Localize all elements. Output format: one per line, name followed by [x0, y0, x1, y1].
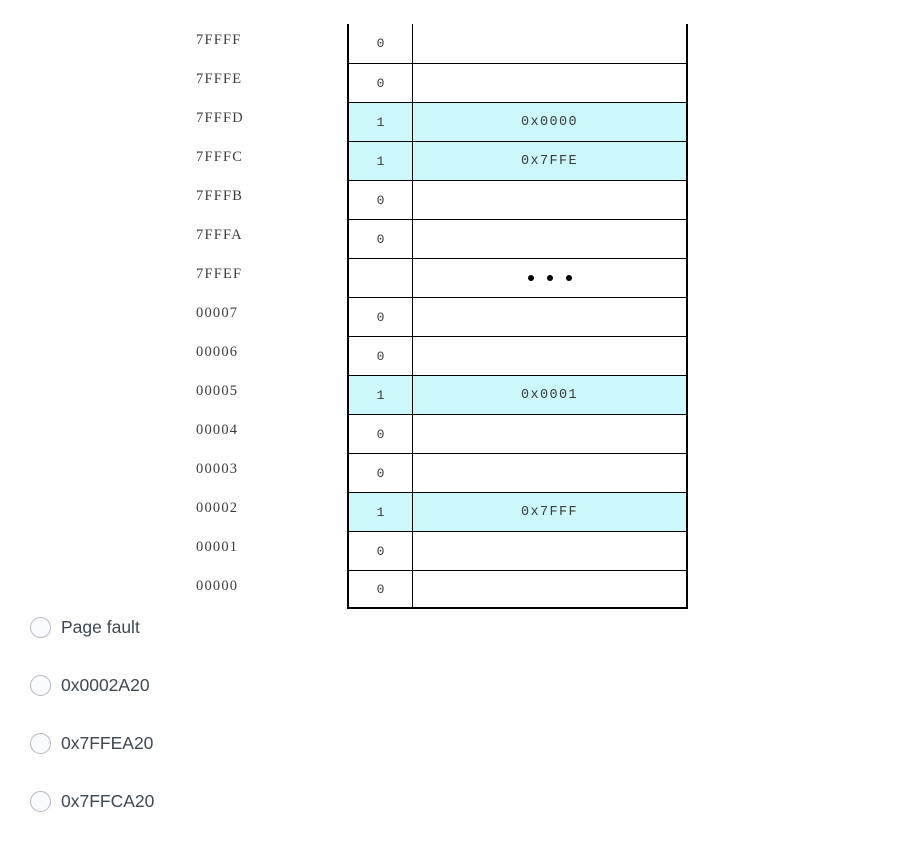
page-number-label: 00004: [196, 422, 239, 438]
page-number-label: 00001: [196, 539, 239, 555]
page-number-label: 7FFFF: [196, 32, 242, 48]
page-table-row: 00003 0: [0, 453, 920, 492]
page-table-entry: 0: [347, 336, 688, 375]
frame-number-cell: 0x0001: [413, 376, 686, 414]
answer-choice-label: 0x7FFCA20: [61, 790, 155, 811]
valid-bit-cell: 0: [349, 64, 413, 102]
answer-choice-0[interactable]: Page fault: [30, 614, 140, 640]
valid-bit-cell: 0: [349, 415, 413, 453]
page-number-label: 00000: [196, 578, 239, 594]
page-table-entry: 0: [347, 453, 688, 492]
page-number-label: 00005: [196, 383, 239, 399]
frame-number-cell: [413, 415, 686, 453]
page-table-entry: 0: [347, 63, 688, 102]
page-table-entry: 0: [347, 531, 688, 570]
frame-number-cell: 0x7FFE: [413, 142, 686, 180]
frame-number-cell: [413, 571, 686, 607]
page-number-label: 7FFFC: [196, 149, 244, 165]
valid-bit-cell: 0: [349, 532, 413, 570]
answer-choice-3[interactable]: 0x7FFCA20: [30, 788, 154, 814]
frame-number-cell: [413, 337, 686, 375]
frame-number-cell: [413, 64, 686, 102]
page-number-label: 00006: [196, 344, 239, 360]
answer-choice-label: Page fault: [61, 616, 140, 637]
page-table-row: 00006 0: [0, 336, 920, 375]
page-table-row: 7FFFA 0: [0, 219, 920, 258]
page-number-label: 00002: [196, 500, 239, 516]
frame-number-cell: [413, 24, 686, 63]
valid-bit-cell: [349, 259, 413, 297]
page-table-row: 7FFFE 0: [0, 63, 920, 102]
frame-number-cell: [413, 454, 686, 492]
frame-number-cell: [413, 532, 686, 570]
page-table-row: 7FFEF: [0, 258, 920, 297]
page-table-entry: 0: [347, 24, 688, 63]
answer-choice-label: 0x7FFEA20: [61, 732, 154, 753]
page-table-row: 00001 0: [0, 531, 920, 570]
page-table-entry: 0: [347, 297, 688, 336]
page-table-row: 00004 0: [0, 414, 920, 453]
frame-number-cell: [413, 259, 686, 297]
page-table-entry: 0: [347, 570, 688, 609]
radio-button-icon[interactable]: [30, 732, 51, 754]
page-table-row: 7FFFB 0: [0, 180, 920, 219]
page-number-label: 00003: [196, 461, 239, 477]
page-table-row: 7FFFF 0: [0, 24, 920, 63]
page-table-entry: [347, 258, 688, 297]
page-number-label: 7FFFE: [196, 71, 243, 87]
radio-button-icon[interactable]: [30, 674, 51, 696]
page-number-label: 00007: [196, 305, 239, 321]
page-number-label: 7FFEF: [196, 266, 243, 282]
frame-number-cell: [413, 181, 686, 219]
valid-bit-cell: 0: [349, 220, 413, 258]
page-table-entry: 0: [347, 180, 688, 219]
frame-number-cell: 0x7FFF: [413, 493, 686, 531]
valid-bit-cell: 0: [349, 454, 413, 492]
valid-bit-cell: 1: [349, 376, 413, 414]
valid-bit-cell: 0: [349, 24, 413, 63]
ellipsis-icon: [413, 259, 686, 297]
frame-number-cell: 0x0000: [413, 103, 686, 141]
page-number-label: 7FFFB: [196, 188, 244, 204]
answer-choice-label: 0x0002A20: [61, 674, 150, 695]
page-table-entry: 0: [347, 219, 688, 258]
valid-bit-cell: 0: [349, 337, 413, 375]
valid-bit-cell: 1: [349, 103, 413, 141]
valid-bit-cell: 0: [349, 298, 413, 336]
radio-button-icon[interactable]: [30, 790, 51, 812]
page-table-entry: 0: [347, 414, 688, 453]
page-number-label: 7FFFD: [196, 110, 244, 126]
answer-choice-2[interactable]: 0x7FFEA20: [30, 730, 153, 756]
answer-choice-1[interactable]: 0x0002A20: [30, 672, 150, 698]
valid-bit-cell: 1: [349, 493, 413, 531]
valid-bit-cell: 0: [349, 181, 413, 219]
frame-number-cell: [413, 220, 686, 258]
page-table-row: 00007 0: [0, 297, 920, 336]
radio-button-icon[interactable]: [30, 616, 51, 638]
valid-bit-cell: 0: [349, 571, 413, 607]
page-number-label: 7FFFA: [196, 227, 243, 243]
valid-bit-cell: 1: [349, 142, 413, 180]
frame-number-cell: [413, 298, 686, 336]
